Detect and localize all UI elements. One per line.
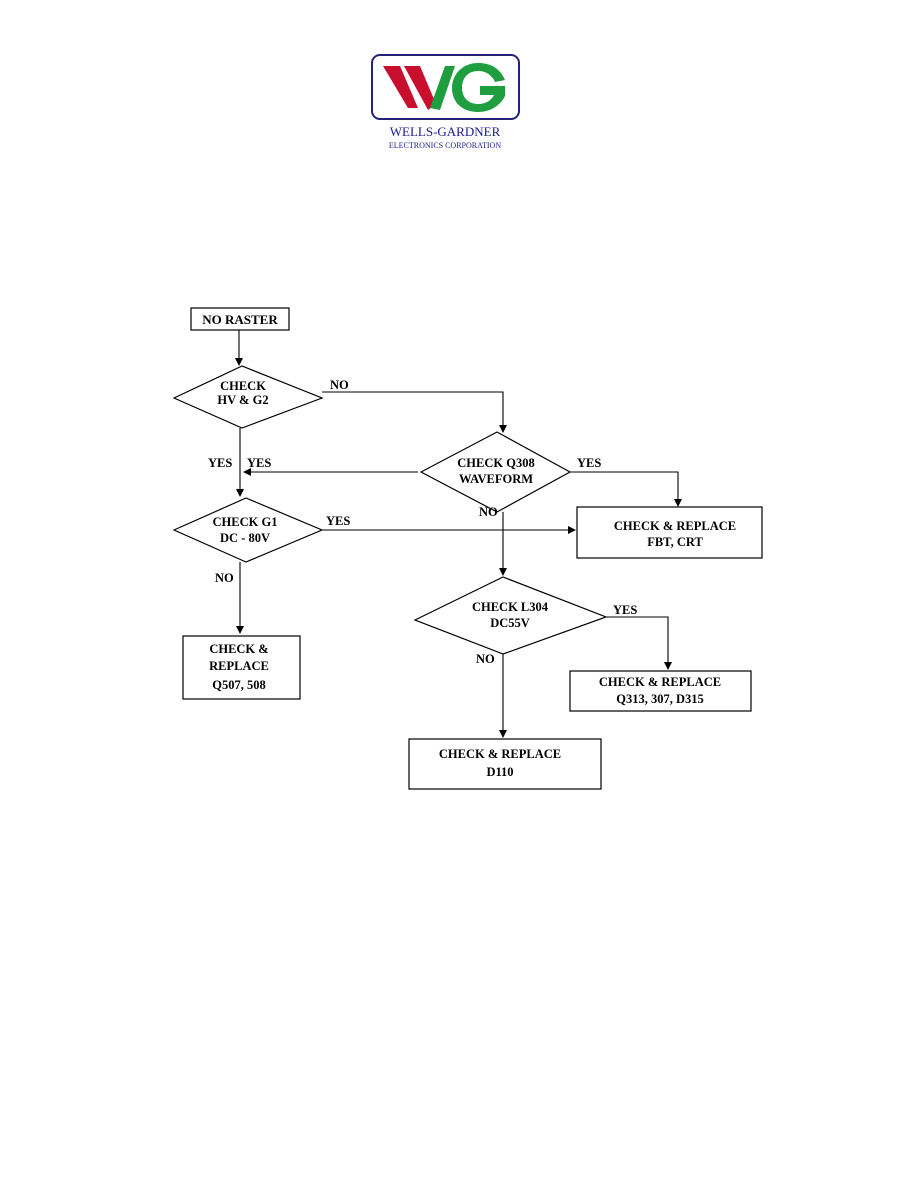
decision-check-hv-g2-line2: HV & G2 bbox=[217, 393, 268, 407]
node-replace-fbt-crt-box bbox=[576, 506, 763, 559]
company-name: WELLS-GARDNER bbox=[390, 124, 501, 139]
node-replace-q507-line1: CHECK & bbox=[209, 642, 268, 656]
edge-label-hv-no: NO bbox=[330, 378, 349, 392]
decision-check-q308: CHECK Q308 WAVEFORM bbox=[419, 431, 572, 513]
node-replace-q313-box bbox=[569, 670, 752, 712]
decision-check-g1-line2: DC - 80V bbox=[220, 531, 270, 545]
node-no-raster-box bbox=[190, 307, 290, 331]
decision-check-g1-shape bbox=[172, 497, 324, 563]
node-replace-fbt-crt: CHECK & REPLACE FBT, CRT bbox=[576, 506, 763, 559]
edge-label-g1-no: NO bbox=[215, 571, 234, 585]
node-replace-fbt-crt-line1: CHECK & REPLACE bbox=[614, 519, 736, 533]
node-replace-q507-box bbox=[182, 635, 301, 700]
node-replace-d110: CHECK & REPLACE D110 bbox=[408, 738, 602, 790]
node-no-raster: NO RASTER bbox=[190, 307, 290, 331]
node-replace-fbt-crt-line2: FBT, CRT bbox=[647, 535, 703, 549]
decision-check-q308-shape bbox=[419, 431, 572, 513]
edge-label-hv-yes: YES bbox=[208, 456, 232, 470]
decision-check-g1-line1: CHECK G1 bbox=[213, 515, 278, 529]
decision-check-hv-g2-shape bbox=[172, 365, 324, 429]
logo-w-red-stroke-2 bbox=[404, 66, 436, 110]
edge-l304-yes-to-q313 bbox=[606, 616, 672, 670]
node-replace-d110-line2: D110 bbox=[486, 765, 513, 779]
logo-g-letter bbox=[452, 63, 505, 112]
node-replace-q313: CHECK & REPLACE Q313, 307, D315 bbox=[569, 670, 752, 712]
edge-label-l304-no: NO bbox=[476, 652, 495, 666]
edge-label-l304-yes: YES bbox=[613, 603, 637, 617]
decision-check-l304-shape bbox=[413, 576, 608, 655]
edge-label-q308-no: NO bbox=[479, 505, 498, 519]
node-replace-q507-line3: Q507, 508 bbox=[212, 678, 265, 692]
node-replace-q507-line2: REPLACE bbox=[209, 659, 269, 673]
edge-q308-yes-to-fbt bbox=[570, 471, 682, 507]
edge-labels: NO YES YES YES NO YES NO YES NO bbox=[208, 378, 637, 666]
edge-label-g1-yes: YES bbox=[326, 514, 350, 528]
node-replace-q507: CHECK & REPLACE Q507, 508 bbox=[182, 635, 301, 700]
edge-label-q308-yes-right: YES bbox=[577, 456, 601, 470]
node-no-raster-label: NO RASTER bbox=[202, 312, 278, 327]
node-replace-q313-line1: CHECK & REPLACE bbox=[599, 675, 721, 689]
decision-check-q308-line2: WAVEFORM bbox=[459, 472, 533, 486]
connectors bbox=[235, 330, 682, 738]
logo-w-red-stroke bbox=[383, 66, 418, 108]
edge-hv-no-to-q308 bbox=[322, 391, 507, 433]
node-replace-d110-line1: CHECK & REPLACE bbox=[439, 747, 561, 761]
company-logo: WELLS-GARDNER ELECTRONICS CORPORATION bbox=[371, 54, 520, 150]
edge-label-q308-yes-left: YES bbox=[247, 456, 271, 470]
decision-check-l304-line1: CHECK L304 bbox=[472, 600, 549, 614]
decision-check-l304-line2: DC55V bbox=[490, 616, 530, 630]
node-replace-q313-line2: Q313, 307, D315 bbox=[616, 692, 704, 706]
company-subtitle: ELECTRONICS CORPORATION bbox=[389, 141, 501, 150]
node-replace-d110-box bbox=[408, 738, 602, 790]
logo-w-green-stroke bbox=[430, 66, 455, 110]
decision-check-g1: CHECK G1 DC - 80V bbox=[172, 497, 324, 563]
decision-check-q308-line1: CHECK Q308 bbox=[457, 456, 534, 470]
decision-check-hv-g2-line1: CHECK bbox=[220, 379, 266, 393]
decision-check-hv-g2: CHECK HV & G2 bbox=[172, 365, 324, 429]
decision-check-l304: CHECK L304 DC55V bbox=[413, 576, 608, 655]
